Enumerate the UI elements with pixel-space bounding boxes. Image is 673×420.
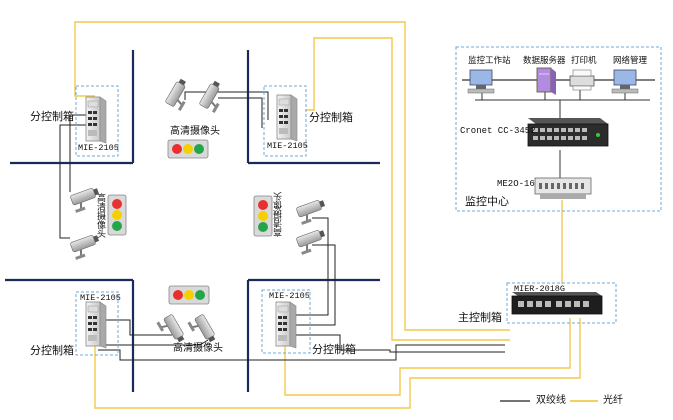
printer-icon (569, 69, 595, 91)
traffic-light-icon (107, 194, 127, 236)
mie-model-label: MIE-2105 (80, 293, 121, 303)
device-label: 监控工作站 (468, 56, 511, 66)
me2o-label: ME2O-16 (497, 179, 535, 189)
main-box-label: 主控制箱 (458, 311, 502, 324)
mie-model-label: MIE-2105 (269, 291, 310, 301)
roads (5, 50, 380, 392)
camera-icon (198, 78, 230, 114)
server-icon (536, 67, 556, 95)
network-mgmt-icon (611, 69, 639, 94)
hd-camera-label: 高清摄像头 (173, 343, 223, 354)
workstation-icon (467, 69, 495, 94)
device-label: 网络管理 (613, 56, 648, 66)
switch-icon (276, 94, 298, 142)
sub-box-label: 分控制箱 (30, 110, 74, 123)
legend-twisted-pair: 双绞线 (536, 395, 566, 406)
switch-icon (85, 96, 107, 144)
rack-switch-icon (527, 118, 609, 147)
hd-camera-label: 高清摄像头 (170, 126, 220, 137)
traffic-light-icon (253, 195, 273, 237)
switch-icon (85, 301, 107, 349)
sub-box-label: 分控制箱 (30, 344, 74, 357)
sub-box-label: 分控制箱 (312, 343, 356, 356)
traffic-light-icon (168, 285, 210, 305)
monitor-center-label: 监控中心 (465, 195, 509, 208)
rack-switch-icon (511, 292, 603, 315)
traffic-light-icon (167, 139, 209, 159)
mier-model-label: MIER-2018G (514, 284, 566, 294)
device-label: 数据服务器 (523, 56, 566, 66)
twisted-pair-lines (59, 91, 505, 361)
camera-icon (164, 76, 196, 112)
mie-model-label: MIE-2105 (267, 141, 308, 151)
sub-box-label: 分控制箱 (309, 111, 353, 124)
mie-model-label: MIE-2105 (78, 143, 119, 153)
camera-icon (295, 197, 330, 226)
camera-icon (295, 227, 330, 256)
cronet-label: Cronet CC-3452 (460, 126, 536, 136)
hd-camera-label: 高清摄像头 (95, 193, 105, 238)
hd-camera-label: 高清摄像头 (274, 192, 284, 237)
dashed-boxes (75, 46, 662, 356)
fiber-lines (74, 21, 581, 409)
device-label: 打印机 (571, 56, 597, 66)
switch-icon (275, 301, 297, 349)
legend-fiber: 光纤 (603, 395, 623, 406)
converter-icon (534, 177, 592, 199)
